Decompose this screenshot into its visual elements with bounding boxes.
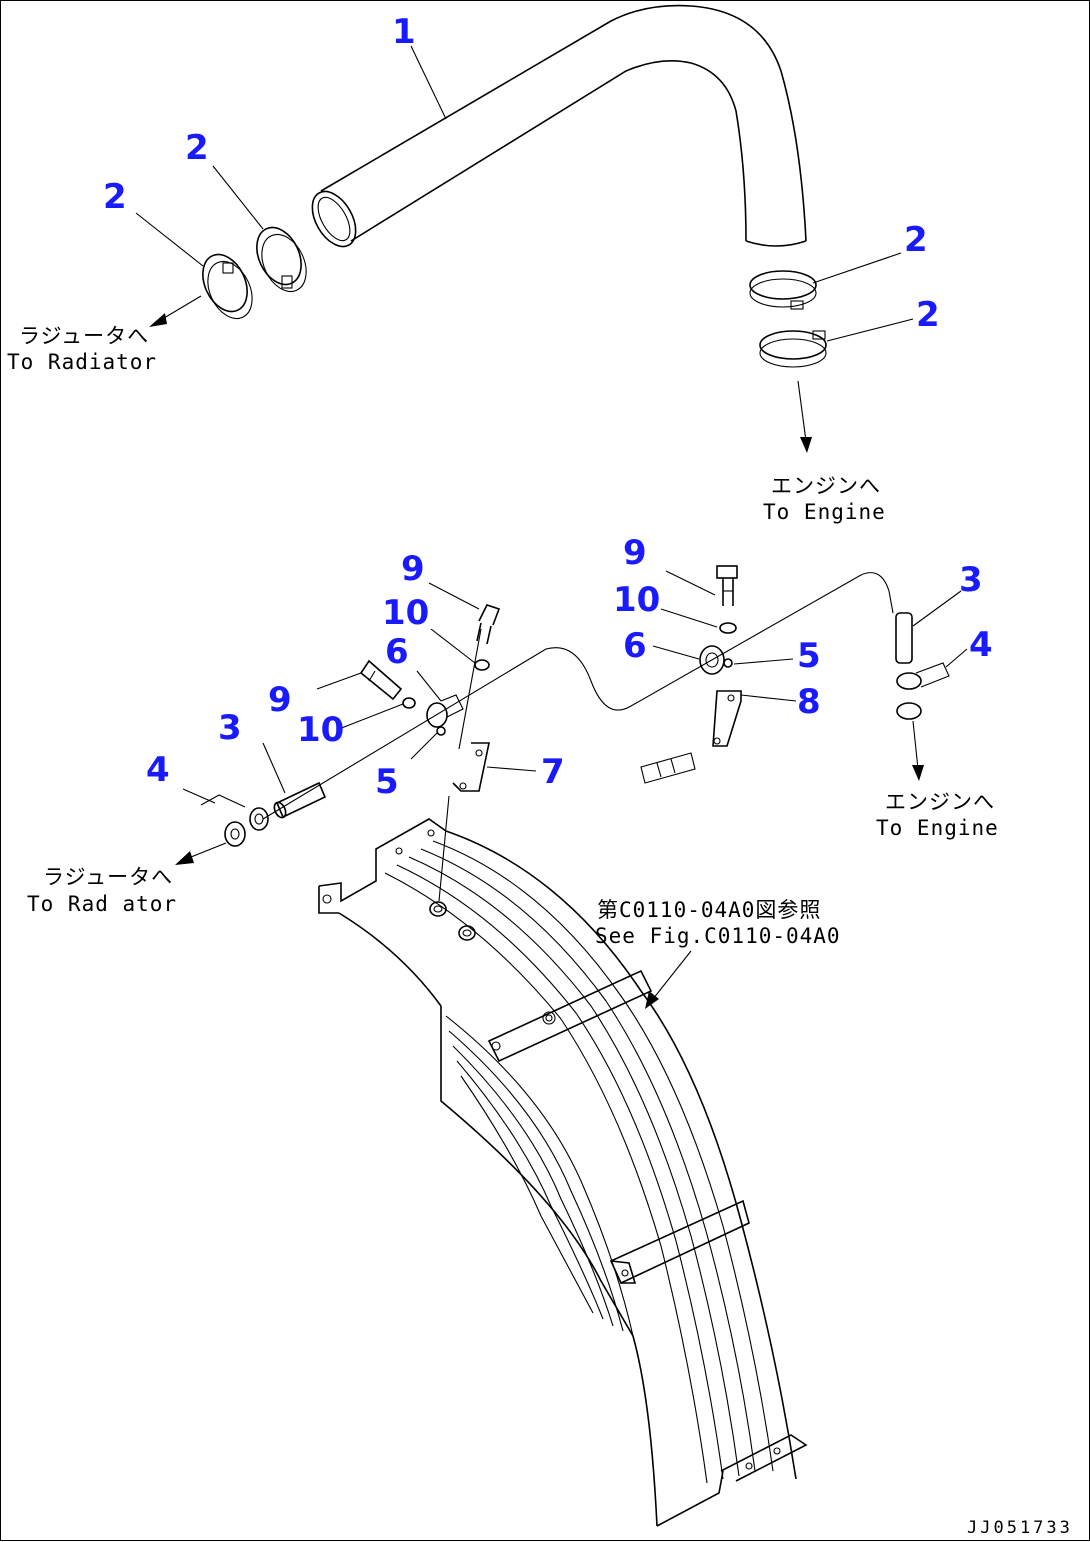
- drawing-code: JJ051733: [967, 1518, 1073, 1538]
- to-engine-jp-upper: エンジンへ: [771, 474, 881, 498]
- to-engine-en-upper: To Engine: [763, 500, 886, 524]
- washer-right: [719, 622, 737, 634]
- leader-lines-lower-left: [182, 582, 537, 804]
- callout-spacer-left: 5: [375, 762, 399, 802]
- callout-hose: 1: [392, 12, 416, 52]
- callout-hose-right: 3: [959, 560, 983, 600]
- callout-bolt-left-top: 9: [401, 549, 425, 589]
- callout-clip-left: 6: [385, 632, 409, 672]
- callout-clamp-outer: 2: [103, 177, 127, 217]
- see-figure-leader: [645, 950, 692, 1009]
- callout-clamp-left: 4: [146, 750, 170, 790]
- bolt-right: [716, 565, 738, 606]
- leader-lines-lower-right: [652, 570, 968, 702]
- bracket-left: [438, 628, 490, 902]
- bracket-right: [712, 690, 742, 747]
- spacer-left: [436, 726, 446, 736]
- main-hose: [311, 4, 807, 248]
- callout-washer-right: 10: [613, 580, 660, 620]
- to-engine-en-lower: To Engine: [876, 816, 999, 840]
- callout-washer-left: 10: [297, 710, 344, 750]
- washer-left: [402, 697, 416, 709]
- clip-right: [699, 645, 725, 675]
- to-radiator-jp-lower: ラジュータへ: [43, 865, 173, 889]
- arrow-to-engine-upper: [797, 380, 812, 453]
- bolt-loose-right: [640, 752, 696, 784]
- callout-hose-left: 3: [218, 708, 242, 748]
- see-figure-en: See Fig.C0110-04A0: [595, 924, 841, 948]
- callout-clip-right: 6: [623, 626, 647, 666]
- washer-left-top: [474, 659, 490, 671]
- arrow-to-engine-lower: [912, 720, 924, 781]
- arrow-to-radiator-upper: [149, 295, 202, 327]
- to-radiator-en-upper: To Radiator: [7, 350, 157, 374]
- to-engine-jp-lower: エンジンへ: [885, 790, 995, 814]
- callout-bolt-right: 9: [623, 533, 647, 573]
- callout-clamp-right: 4: [969, 625, 993, 665]
- spacer-right: [723, 658, 733, 668]
- to-radiator-en-lower: To Rad ator: [27, 892, 177, 916]
- callout-bolt-left: 9: [268, 680, 292, 720]
- bolt-left-top: [476, 604, 501, 645]
- callout-bracket-right: 8: [797, 682, 821, 722]
- leader-lines-upper: [135, 45, 914, 342]
- callout-clamp-right-lower: 2: [916, 295, 940, 335]
- to-radiator-jp-upper: ラジュータへ: [19, 324, 149, 348]
- hose-end-left: [273, 781, 327, 819]
- arrow-to-radiator-lower: [175, 842, 227, 865]
- callout-washer-left-top: 10: [382, 593, 429, 633]
- hose-clamp-right-lower: [759, 330, 827, 368]
- clip-left: [426, 694, 464, 728]
- bolt-left: [359, 659, 403, 701]
- callout-clamp-right-upper: 2: [904, 220, 928, 260]
- hose-clamp-left-inner: [256, 226, 307, 293]
- callout-clamp-inner: 2: [185, 128, 209, 168]
- see-figure-jp: 第C0110-04A0図参照: [597, 898, 821, 922]
- clamp-left-small: [200, 794, 269, 847]
- callout-bracket-left: 7: [541, 752, 565, 792]
- clamp-right-small: [896, 662, 950, 720]
- hose-clamp-left-outer: [202, 253, 253, 320]
- hose-clamp-right-upper: [749, 270, 817, 310]
- hose-end-right: [895, 612, 913, 664]
- wiring-harness-cover: [318, 818, 808, 1527]
- small-hose-line: [262, 572, 894, 820]
- callout-spacer-right: 5: [797, 636, 821, 676]
